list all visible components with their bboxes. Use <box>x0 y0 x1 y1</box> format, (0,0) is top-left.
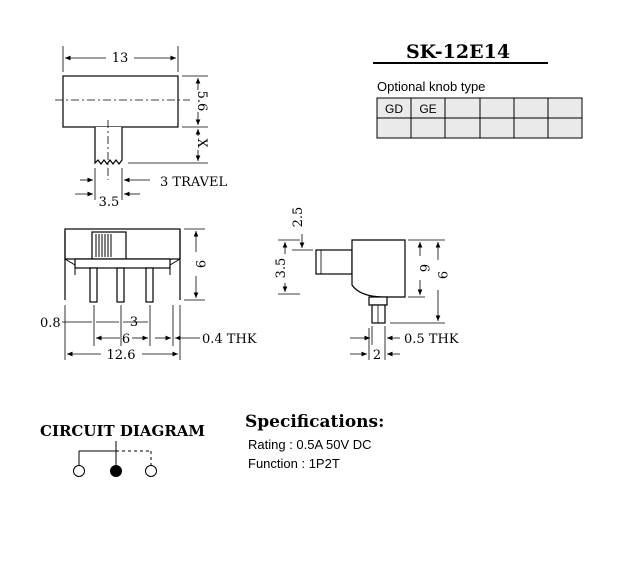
side-thk-label: 0.5 THK <box>404 332 459 347</box>
front-height-label: 9 <box>192 260 207 268</box>
top-x-label: X <box>194 138 209 148</box>
circuit-diagram: CIRCUIT DIAGRAM <box>40 422 205 477</box>
specifications: Specifications: Rating : 0.5A 50V DC Fun… <box>245 412 384 471</box>
front-pitch3-label: 3 <box>130 315 138 330</box>
specs-rating: Rating : 0.5A 50V DC <box>248 437 372 452</box>
front-view <box>62 228 205 360</box>
knob-type-table: Optional knob type GD GE <box>376 79 583 139</box>
side-view <box>278 234 445 360</box>
knob-type-ge: GE <box>419 102 436 116</box>
knob-type-gd: GD <box>385 102 403 116</box>
top-pitch-label: 3.5 <box>99 195 120 210</box>
front-pitch6-label: 6 <box>122 332 130 347</box>
side-pin-width-label: 2 <box>373 348 381 363</box>
travel-label: 3 TRAVEL <box>160 175 227 190</box>
knob-table-heading: Optional knob type <box>377 79 485 94</box>
side-knob-width-label: 2.5 <box>291 207 306 228</box>
top-width-label: 13 <box>112 51 129 66</box>
front-overall-label: 12.6 <box>107 348 136 363</box>
top-height-label: 5.6 <box>194 91 209 112</box>
terminal-1 <box>73 465 85 477</box>
side-total-height-label: 9 <box>434 271 449 279</box>
part-header: SK-12E14 <box>373 41 548 64</box>
side-body-height-label: 6 <box>416 264 431 272</box>
circuit-title: CIRCUIT DIAGRAM <box>40 422 205 440</box>
top-view <box>55 46 208 200</box>
specs-function: Function : 1P2T <box>248 456 340 471</box>
front-offset-label: 0.8 <box>40 316 61 331</box>
front-thk-label: 0.4 THK <box>202 332 257 347</box>
terminal-2 <box>145 465 157 477</box>
specs-title: Specifications: <box>245 412 384 432</box>
terminal-common <box>110 465 122 477</box>
part-number: SK-12E14 <box>406 41 510 63</box>
side-knob-height-label: 3.5 <box>274 258 289 279</box>
